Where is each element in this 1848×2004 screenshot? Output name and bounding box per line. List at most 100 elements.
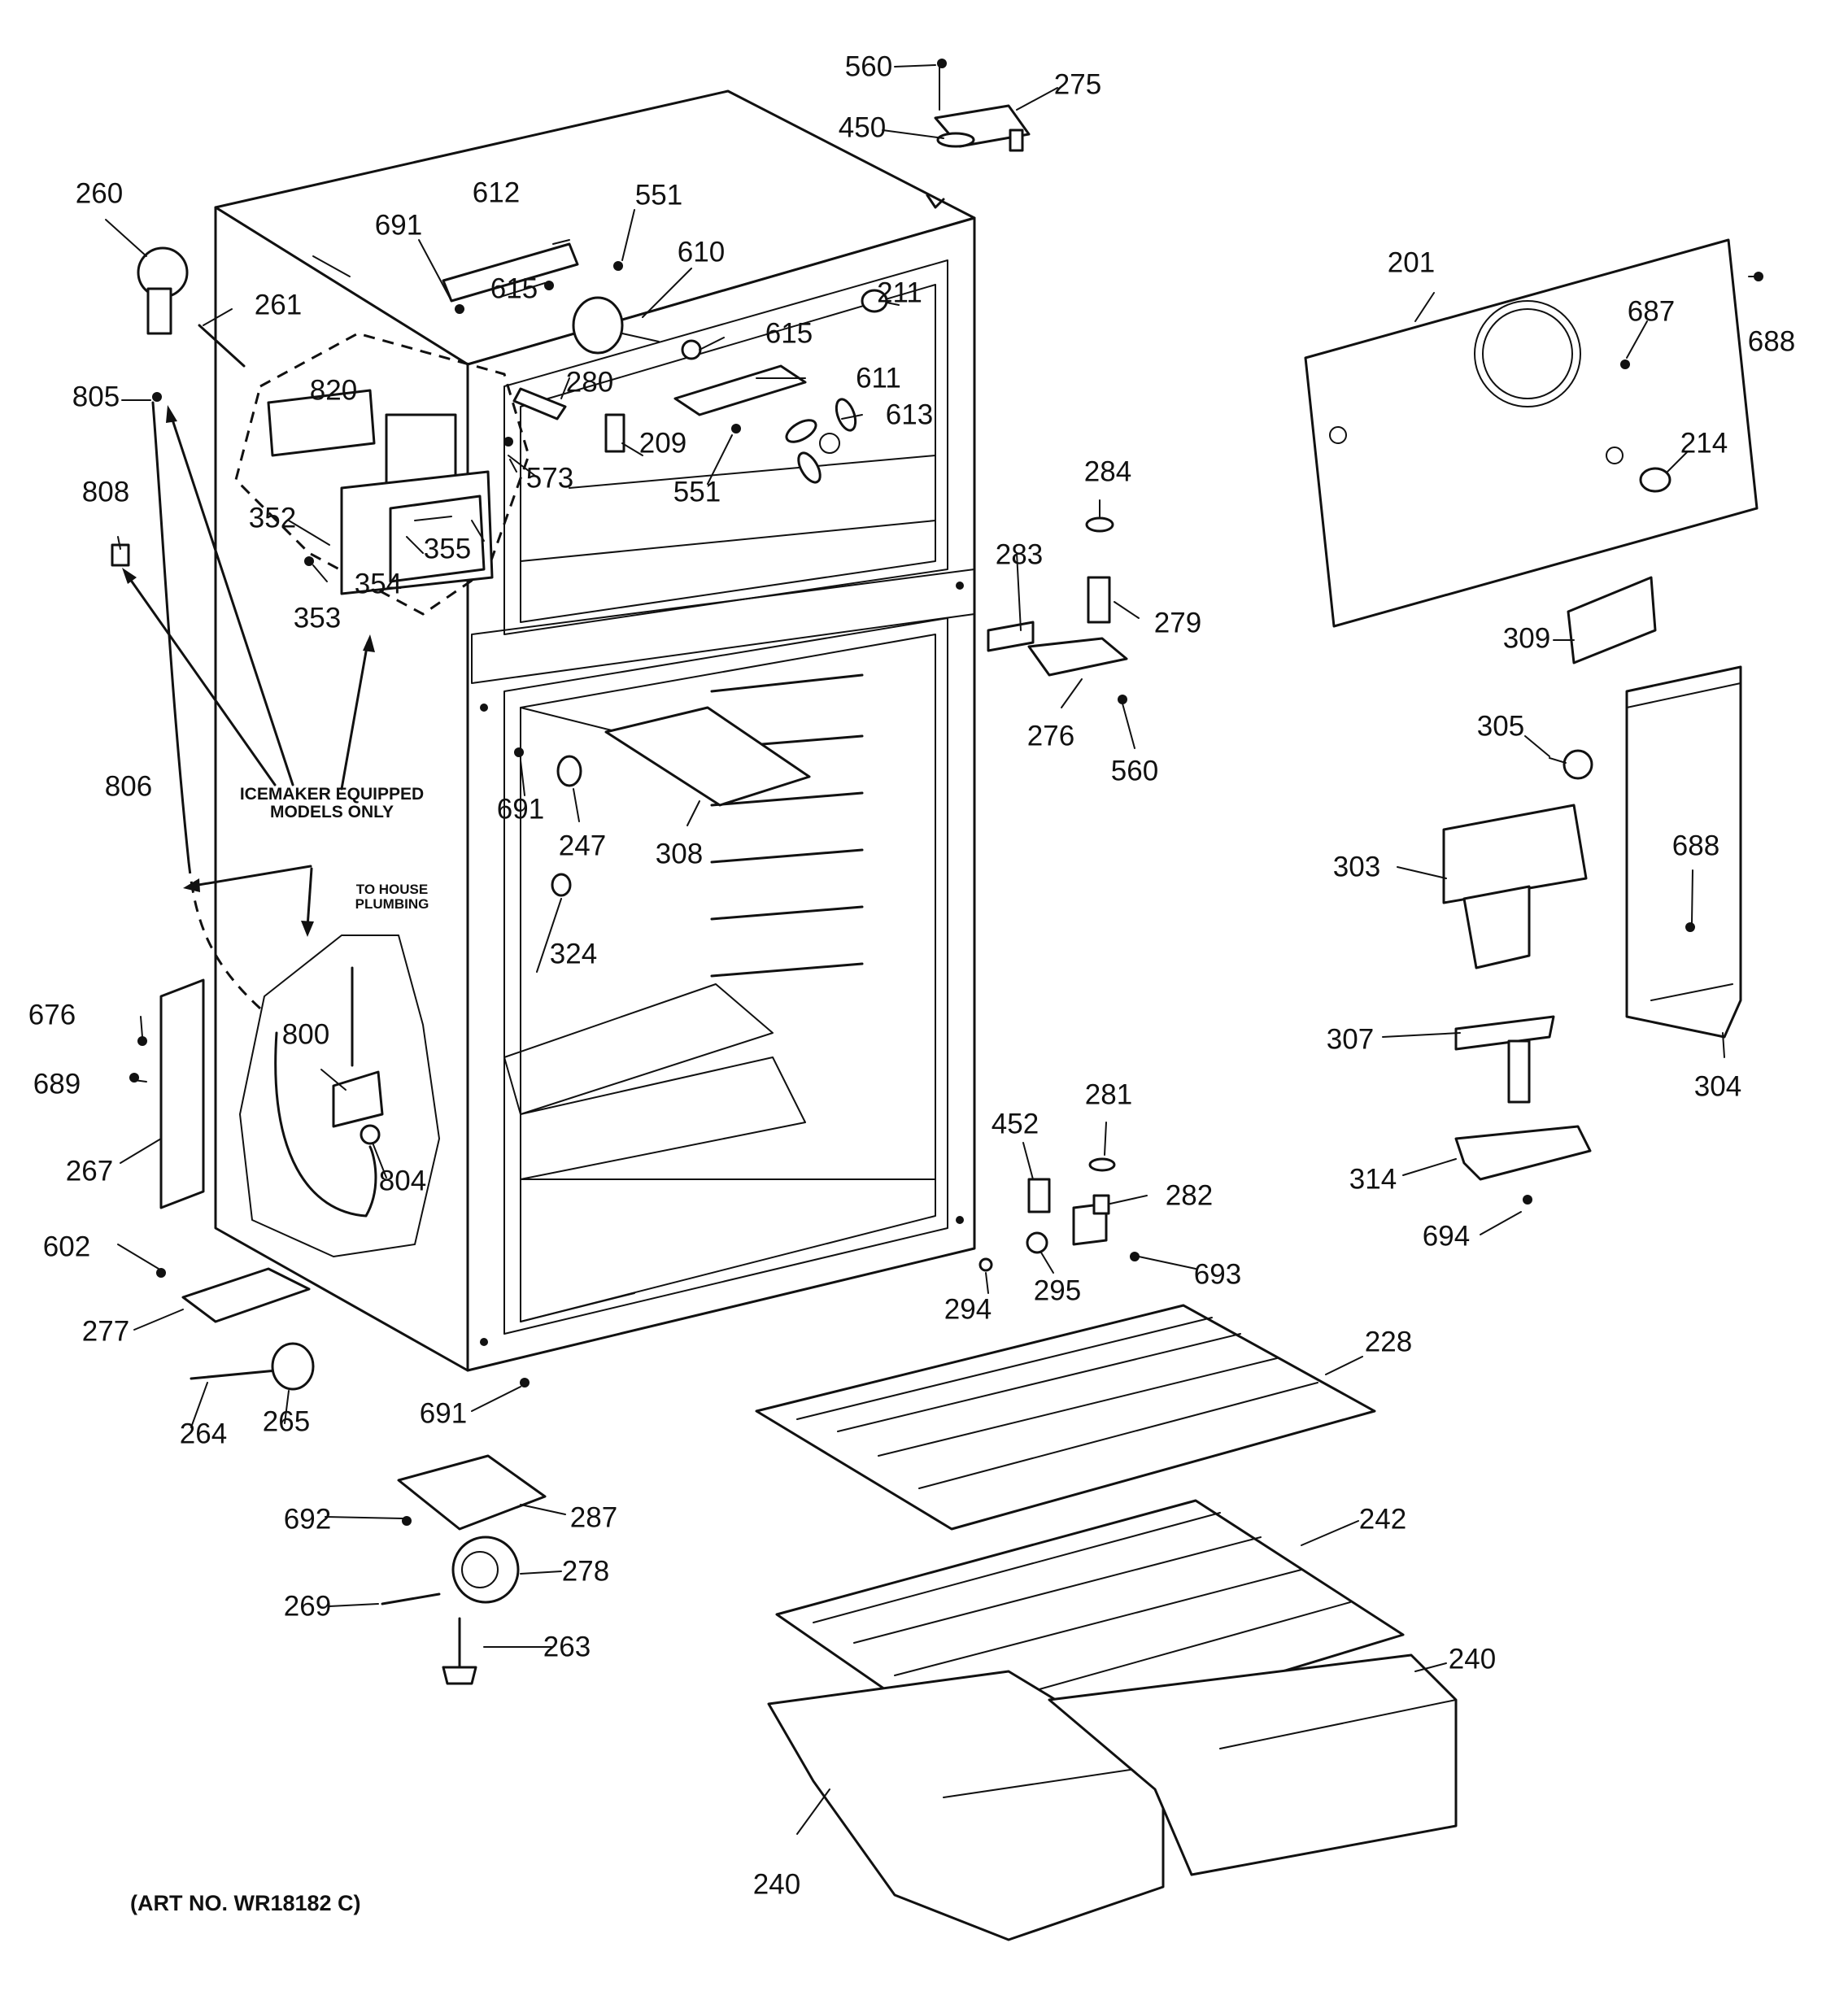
icemaker-note-line2: MODELS ONLY (269, 803, 394, 821)
callout-820: 820 (309, 374, 358, 407)
roller-278 (451, 1536, 520, 1604)
center-hinge-276 (1027, 637, 1128, 677)
callout-209: 209 (639, 427, 687, 460)
callout-240-right: 240 (1448, 1643, 1497, 1675)
callout-267: 267 (65, 1155, 114, 1187)
callout-602: 602 (42, 1231, 91, 1263)
callout-303: 303 (1332, 851, 1381, 883)
fill-cup-260 (137, 246, 189, 335)
callout-691-bottom: 691 (419, 1397, 468, 1430)
fill-tube-261 (198, 324, 246, 368)
bottom-hinge-282 (1072, 1194, 1110, 1246)
air-damper-303 (1442, 804, 1588, 969)
callout-279: 279 (1153, 607, 1202, 639)
callout-269: 269 (283, 1590, 332, 1623)
callout-676: 676 (28, 999, 76, 1031)
callout-692: 692 (283, 1503, 332, 1536)
callout-277: 277 (81, 1315, 130, 1348)
control-housing-304 (1625, 665, 1742, 1039)
thermostat-knob-214 (1639, 467, 1671, 493)
callout-353: 353 (293, 602, 342, 634)
callout-295: 295 (1033, 1274, 1082, 1307)
washer-281 (1088, 1157, 1116, 1172)
evaporator-cover-201 (1304, 238, 1759, 628)
callout-211: 211 (877, 277, 922, 309)
callout-689: 689 (33, 1068, 81, 1100)
hinge-shim-283 (987, 621, 1035, 652)
callout-352: 352 (248, 502, 297, 534)
fitting-804 (360, 1124, 381, 1145)
callout-261: 261 (254, 289, 303, 321)
callout-278: 278 (561, 1555, 610, 1588)
icemaker-note: ICEMAKER EQUIPPED MODELS ONLY (239, 784, 425, 821)
callout-308: 308 (655, 838, 704, 870)
callout-612: 612 (472, 176, 521, 209)
callout-304: 304 (1693, 1070, 1742, 1103)
grommet-211 (861, 289, 888, 313)
callout-804: 804 (378, 1165, 427, 1197)
callout-282: 282 (1165, 1179, 1214, 1212)
callout-309: 309 (1502, 622, 1551, 655)
callout-284: 284 (1083, 455, 1132, 488)
callout-688-mid: 688 (1671, 830, 1720, 862)
callout-610: 610 (677, 236, 726, 268)
callout-355: 355 (423, 533, 472, 565)
callout-693: 693 (1193, 1258, 1242, 1291)
bracket-209 (604, 413, 625, 453)
leader-lines (105, 64, 1762, 1835)
callout-314: 314 (1349, 1163, 1397, 1196)
axle-264 (190, 1369, 278, 1380)
crisper-pan-240-right (1048, 1653, 1458, 1876)
callout-201: 201 (1387, 246, 1436, 279)
callout-452: 452 (991, 1108, 1040, 1140)
light-socket-307 (1454, 1015, 1555, 1104)
callout-228: 228 (1364, 1326, 1413, 1358)
callout-240-left: 240 (752, 1868, 801, 1901)
callout-560-top: 560 (844, 50, 893, 83)
plug-294 (978, 1257, 993, 1272)
stop-295 (1026, 1231, 1048, 1254)
callout-691-top: 691 (374, 209, 423, 242)
callout-805: 805 (72, 381, 120, 413)
callout-307: 307 (1326, 1023, 1375, 1056)
callout-808: 808 (81, 476, 130, 508)
callout-294: 294 (944, 1293, 992, 1326)
callout-691-mid: 691 (496, 793, 545, 826)
grommet-615 (681, 339, 702, 360)
refrigerator-cabinet (214, 89, 976, 1372)
plumbing-detail-area (239, 934, 440, 1257)
cover-314 (1454, 1125, 1592, 1181)
label-309 (1567, 576, 1657, 664)
water-line-dashed (187, 861, 262, 1010)
roller-265 (271, 1342, 315, 1391)
callout-688-top: 688 (1747, 325, 1796, 358)
note-arrows (122, 405, 375, 937)
callout-275: 275 (1053, 68, 1102, 101)
callout-287: 287 (569, 1501, 618, 1534)
washer-284 (1085, 516, 1114, 533)
callout-560-mid: 560 (1110, 755, 1159, 787)
callout-687: 687 (1627, 295, 1676, 328)
plumbing-note-line2: PLUMBING (355, 896, 429, 912)
callout-615-upper: 615 (490, 272, 538, 305)
hinge-pin-279 (1087, 576, 1111, 624)
icemaker-bracket-355 (340, 470, 494, 595)
crisper-pan-240-left (767, 1670, 1165, 1941)
bracket-267 (159, 978, 205, 1209)
wire-harness-247 (556, 755, 582, 787)
water-valve-800 (332, 966, 384, 1128)
callout-260: 260 (75, 177, 124, 210)
callout-611: 611 (856, 362, 901, 394)
shim-450 (936, 132, 975, 148)
callout-551-lower: 551 (673, 476, 721, 508)
callout-613: 613 (885, 399, 934, 431)
callout-324: 324 (549, 938, 598, 970)
icemaker-note-line1: ICEMAKER EQUIPPED (239, 784, 425, 804)
roller-bracket-287 (397, 1454, 547, 1531)
plumbing-note: TO HOUSE PLUMBING (355, 882, 429, 912)
art-number: (ART NO. WR18182 C) (130, 1891, 361, 1915)
water-tube (274, 1031, 377, 1218)
callout-354: 354 (354, 568, 403, 600)
light-bulb-324 (551, 873, 572, 897)
